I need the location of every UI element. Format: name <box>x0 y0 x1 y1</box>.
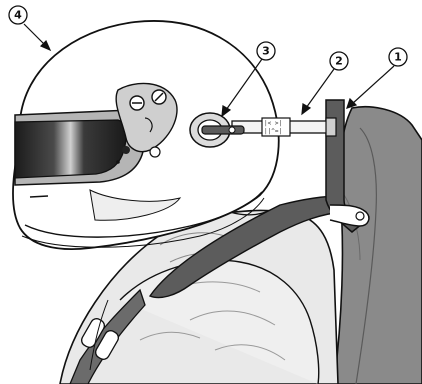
helmet <box>12 20 280 250</box>
seat-back <box>333 106 422 384</box>
callout-1: 1 <box>388 47 408 67</box>
callout-2-label: 2 <box>335 55 343 68</box>
tether-marking-1: |< >| <box>264 120 282 127</box>
callout-1-label: 1 <box>394 51 402 64</box>
callout-4-label: 4 <box>14 9 22 22</box>
helmet-anchor-post <box>189 112 245 148</box>
callout-3: 3 <box>256 41 276 61</box>
callout-2: 2 <box>329 51 349 71</box>
callout-4: 4 <box>8 5 28 25</box>
leader-arrows <box>23 23 395 118</box>
tether: |< >| ||^=| <box>231 117 337 137</box>
callout-3-label: 3 <box>262 45 270 58</box>
tether-marking-2: ||^=| <box>264 128 282 135</box>
